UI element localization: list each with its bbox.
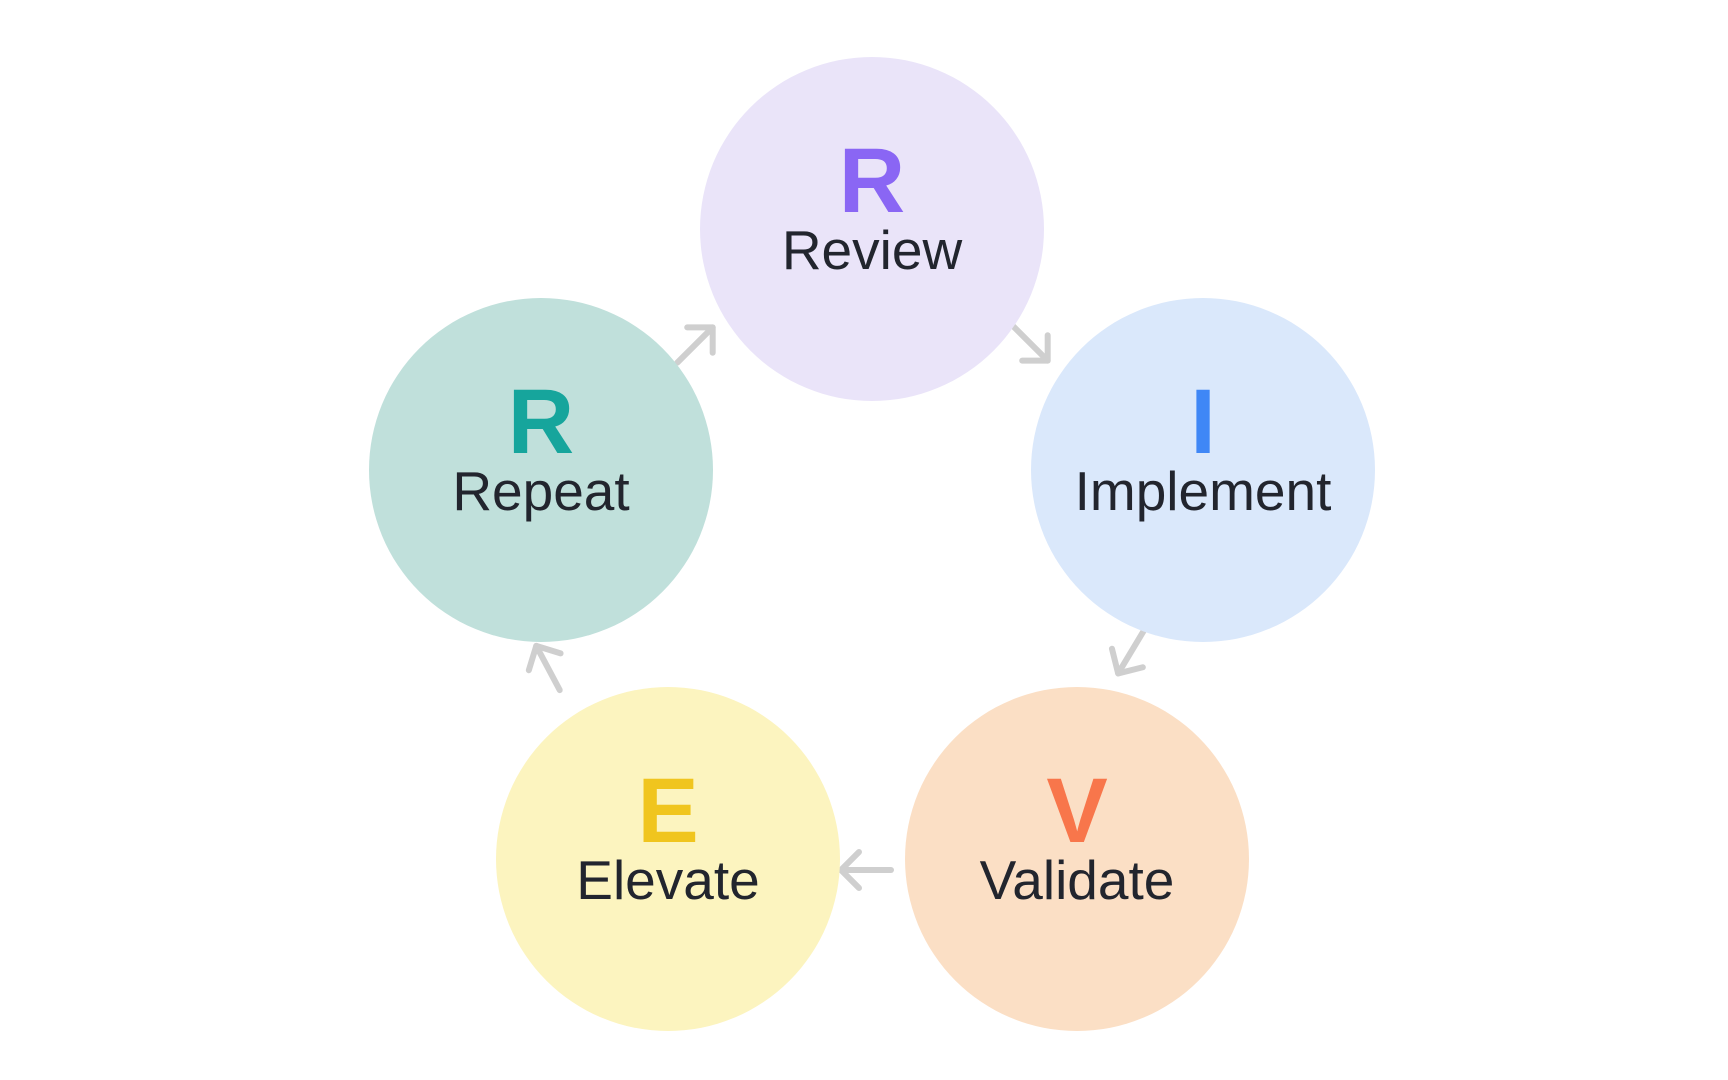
step-initial-elevate: E: [637, 759, 699, 862]
arrow-elevate-to-repeat: [525, 642, 564, 694]
step-label-elevate: Elevate: [576, 849, 760, 911]
arrow-shaft: [533, 642, 563, 694]
step-circle-elevate: E Elevate: [496, 687, 840, 1031]
step-initial-validate: V: [1046, 759, 1108, 862]
arrow-head: [838, 849, 862, 891]
step-circle-validate: V Validate: [905, 687, 1249, 1031]
step-circle-repeat: R Repeat: [369, 298, 713, 642]
step-label-review: Review: [781, 219, 963, 281]
arrow-validate-to-elevate: [838, 849, 894, 891]
step-circle-implement: I Implement: [1031, 298, 1375, 642]
step-initial-review: R: [838, 129, 906, 232]
arrow-shaft: [1115, 627, 1147, 677]
arrow-shaft: [1009, 322, 1051, 364]
step-circle-review: R Review: [700, 57, 1044, 401]
step-label-validate: Validate: [979, 849, 1175, 911]
arrow-head: [525, 642, 564, 674]
step-label-repeat: Repeat: [452, 460, 630, 522]
step-initial-implement: I: [1190, 370, 1216, 473]
arrow-head: [1019, 332, 1051, 364]
step-initial-repeat: R: [507, 370, 575, 473]
arrow-head: [1108, 645, 1146, 677]
step-label-implement: Implement: [1074, 460, 1332, 522]
arrow-shaft: [674, 324, 716, 366]
arrow-head: [684, 324, 716, 356]
